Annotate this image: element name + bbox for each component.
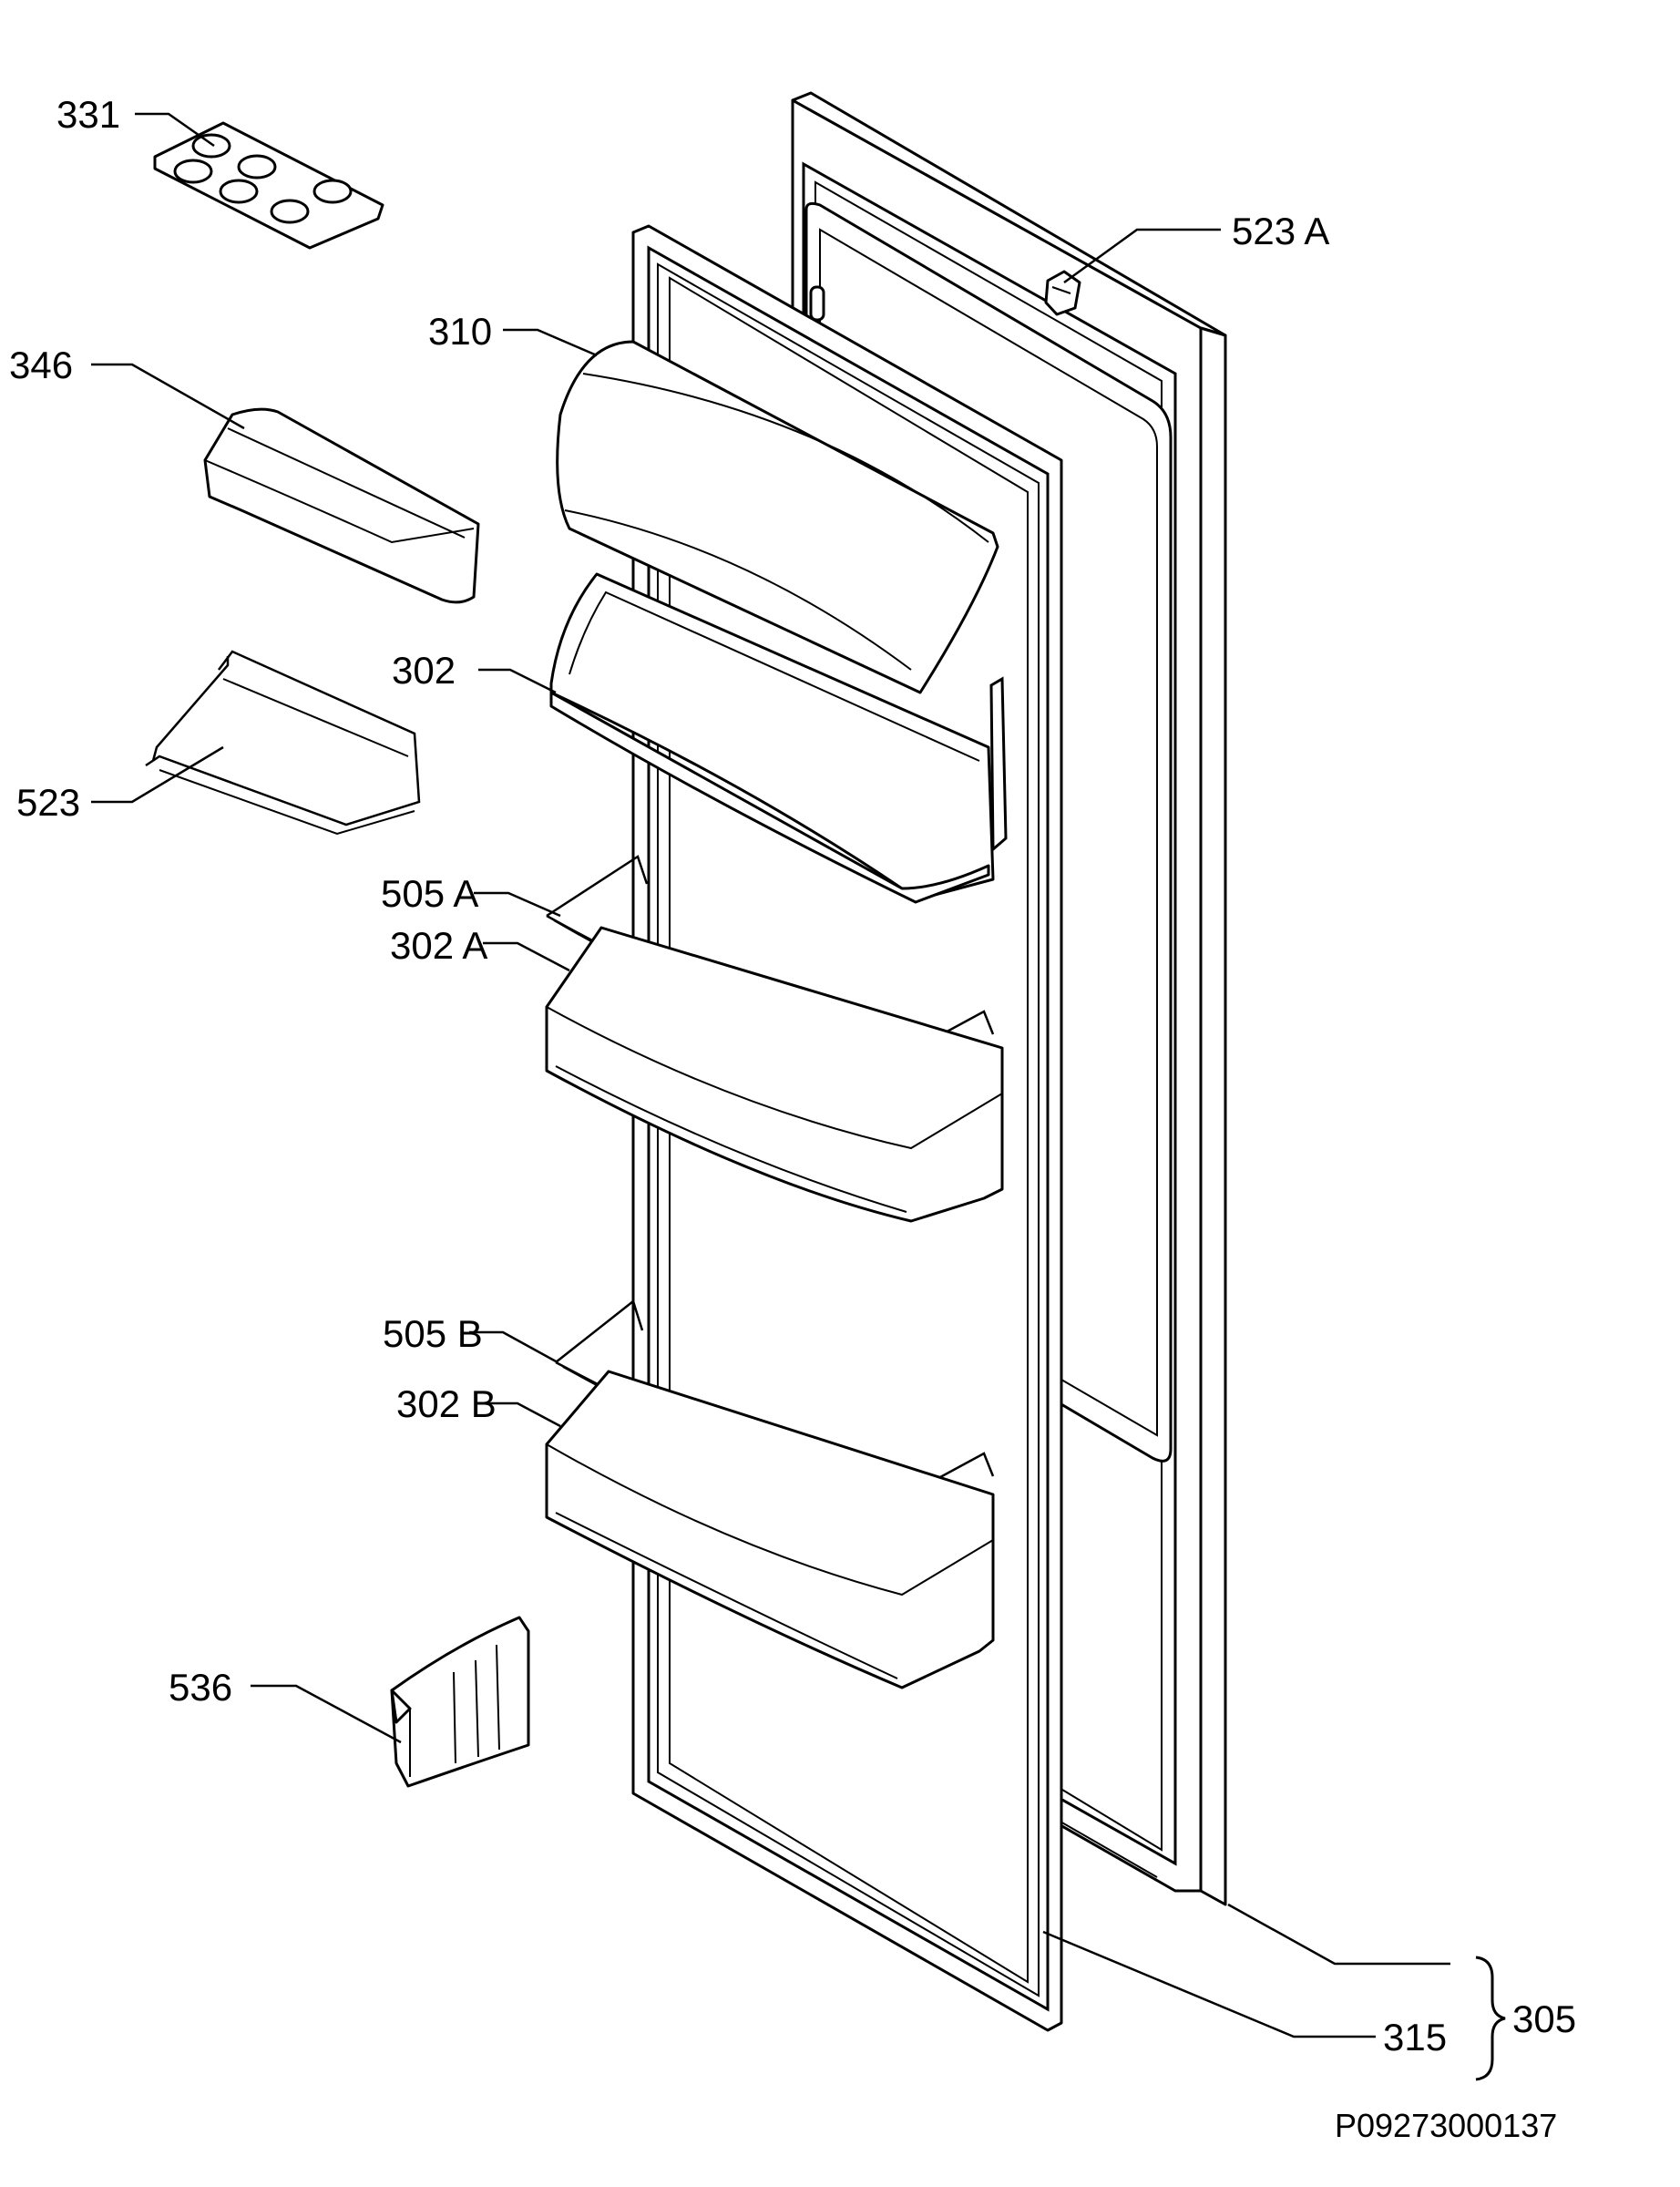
label-302b: 302 B: [396, 1382, 497, 1425]
label-310: 310: [428, 310, 492, 353]
label-536: 536: [169, 1666, 232, 1709]
label-302a: 302 A: [390, 924, 487, 967]
label-305: 305: [1512, 1997, 1576, 2040]
butter-dish: [203, 407, 480, 604]
divider-536: [390, 1616, 530, 1788]
door-bin-302b: [545, 1370, 995, 1689]
hinge-523a: [1044, 270, 1081, 316]
label-523a: 523 A: [1232, 210, 1329, 252]
label-505a: 505 A: [381, 872, 478, 915]
egg-tray: [153, 121, 384, 250]
label-302: 302: [392, 649, 456, 692]
label-331: 331: [56, 93, 120, 136]
label-346: 346: [9, 344, 73, 386]
wire-shelf-523: [145, 650, 421, 836]
drawing-code: P09273000137: [1335, 2107, 1557, 2144]
label-315: 315: [1383, 2016, 1447, 2059]
door-bin-302a: [545, 926, 1004, 1223]
door-bin-302: [549, 572, 1008, 904]
brace-305: [1475, 1956, 1506, 2081]
leader-lines: [91, 112, 1450, 2038]
label-523: 523: [16, 781, 80, 824]
label-505b: 505 B: [383, 1312, 483, 1355]
